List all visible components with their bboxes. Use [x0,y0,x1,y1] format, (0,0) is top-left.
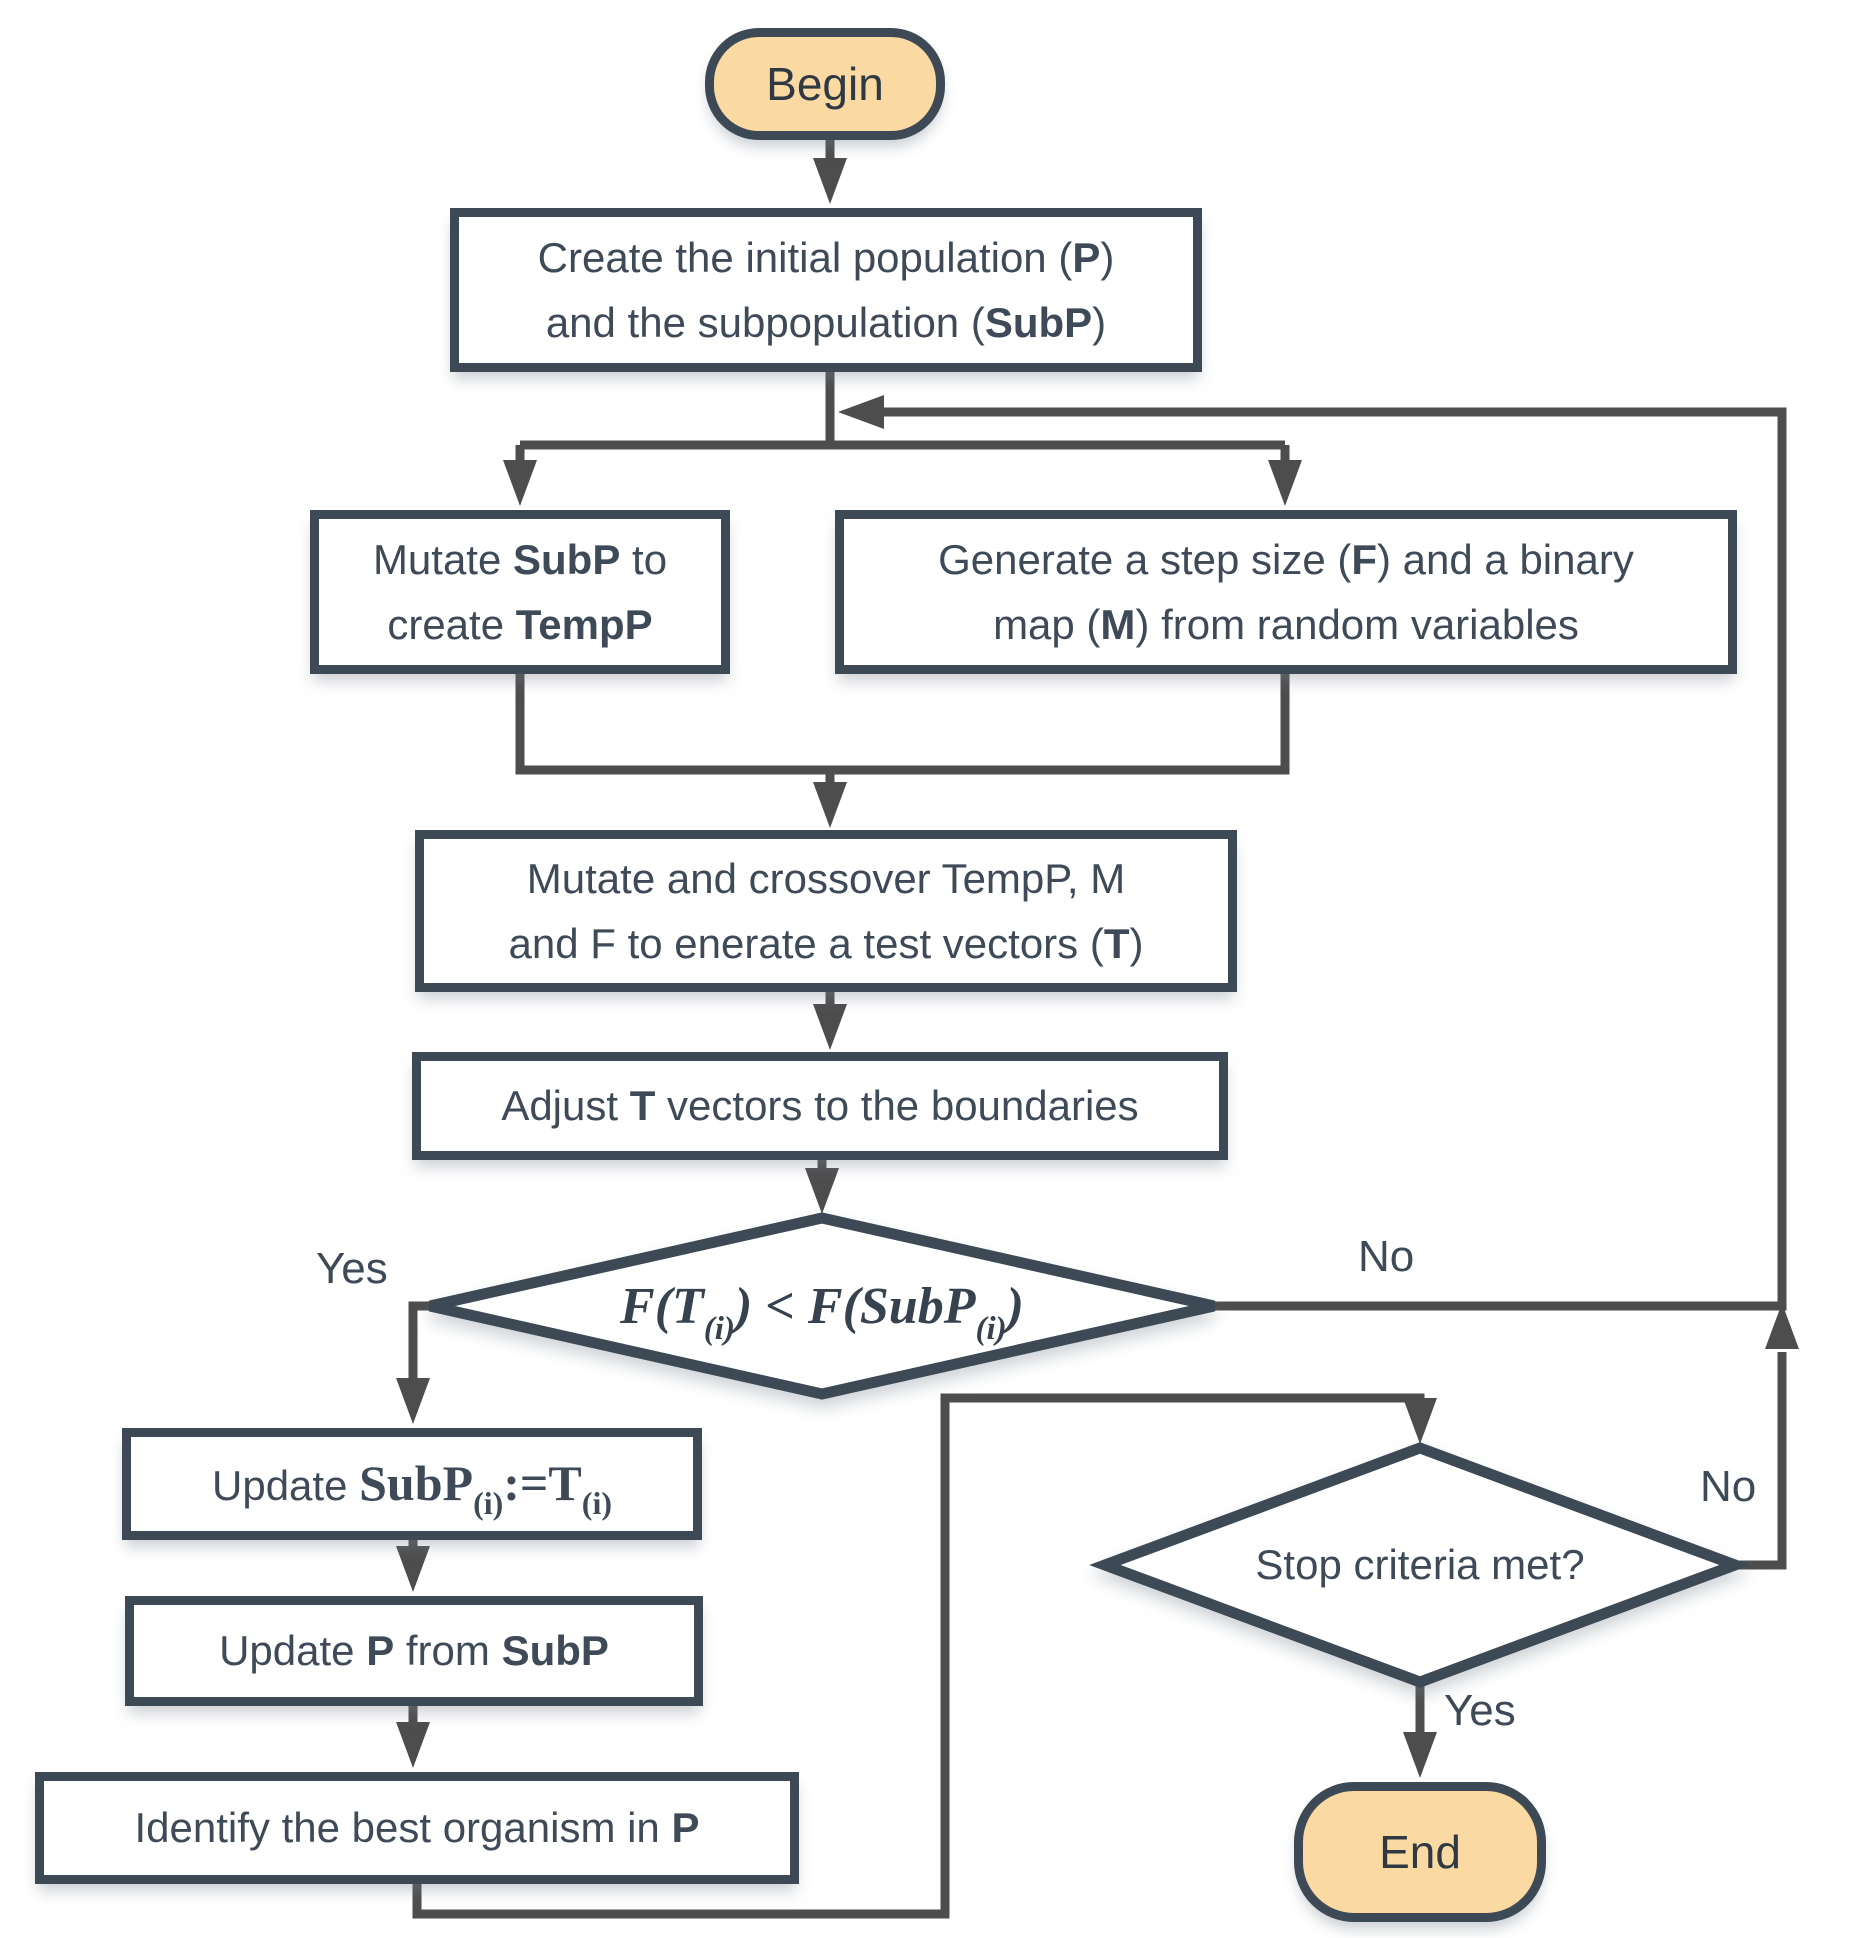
arrowhead-loopback-left [838,395,884,429]
text-segment: ) < F(SubP [734,1277,976,1335]
text-line: Create the initial population (P) [538,225,1115,290]
edge-decision1-yes [408,1301,430,1382]
text-line: Adjust T vectors to the boundaries [501,1073,1138,1138]
subscript-i: (i) [581,1485,612,1522]
text-segment: :=T [503,1455,582,1512]
text-segment: ) [1100,233,1115,281]
text-segment: and the subpopulation ( [545,299,985,346]
subscript-i: (i) [703,1310,735,1347]
adjust-boundaries-box: Adjust T vectors to the boundaries [412,1052,1228,1160]
keyword-f: F [1351,535,1378,583]
generate-step-box: Generate a step size (F) and a binary ma… [835,510,1737,674]
arrowhead-into-mutate [503,460,537,506]
text-segment: Mutate [372,535,514,583]
text-segment: Adjust [501,1082,630,1130]
edge-label-yes-1: Yes [316,1244,388,1293]
keyword-p: P [366,1627,395,1675]
keyword-m: M [1100,601,1136,648]
text-segment: Update [212,1462,360,1510]
arrowhead-into-generate [1268,460,1302,506]
keyword-subp: SubP [513,535,621,583]
arrowhead-into-update-subp [396,1378,430,1424]
edge-label-no-2: No [1700,1462,1757,1511]
text-line: map (M) from random variables [938,592,1634,657]
text-block: Create the initial population (P) and th… [538,225,1115,355]
text-segment: ) [1129,920,1144,967]
crossover-box: Mutate and crossover TempP, M and F to e… [415,830,1237,992]
end-terminal: End [1294,1782,1546,1922]
arrowhead-into-end [1403,1732,1437,1778]
text-segment: from [394,1627,502,1675]
text-segment: vectors to the boundaries [655,1082,1139,1130]
create-population-box: Create the initial population (P) and th… [450,208,1202,372]
text-line: Update P from SubP [219,1618,609,1683]
text-segment: Identify the best organism in [134,1804,672,1852]
subscript-i: (i) [975,1310,1007,1347]
text-segment: to [620,535,668,583]
fitness-decision-diamond [428,1212,1216,1400]
arrowhead-into-adjust [813,1004,847,1050]
text-segment: create [387,601,516,648]
arrowhead-into-identify [396,1722,430,1768]
formula-text: F(T(i)) < F(SubP(i)) [620,1277,1024,1347]
text-segment: Stop criteria met? [1255,1541,1585,1588]
text-segment: Generate a step size ( [938,535,1352,583]
mutate-subp-box: Mutate SubP to create TempP [310,510,730,674]
keyword-t: T [1103,920,1130,967]
arrowhead-into-update-p [396,1546,430,1592]
arrowhead-into-decision1 [805,1168,839,1214]
arrowhead-into-create [813,158,847,204]
edge-decision1-no-loopback [884,407,1787,1311]
text-segment: Mutate and crossover TempP, M [526,854,1126,902]
text-segment: F(T [620,1277,704,1335]
text-segment: and F to enerate a test vectors ( [508,920,1104,967]
text-line: Mutate SubP to [373,527,667,592]
subscript-i: (i) [473,1485,504,1522]
arrowhead-decision2-no-up [1765,1303,1799,1349]
text-line: Update SubP(i):=T(i) [212,1445,612,1523]
text-line: and F to enerate a test vectors (T) [509,911,1144,976]
edge-label-no-1: No [1358,1232,1415,1281]
text-block: Mutate and crossover TempP, M and F to e… [509,846,1144,976]
edge-merge-bar [515,674,1290,775]
edge-decision2-no [1735,1352,1787,1570]
keyword-tempp: TempP [515,601,653,648]
keyword-subp: SubP [501,1627,609,1675]
update-subp-box: Update SubP(i):=T(i) [122,1428,702,1540]
text-line: Generate a step size (F) and a binary [938,527,1634,592]
text-segment: ) and a binary [1377,535,1634,583]
keyword-subp: SubP [359,1455,474,1512]
text-block: Mutate SubP to create TempP [373,527,667,657]
text-segment: ) from random variables [1135,601,1579,648]
text-line: create TempP [373,592,667,657]
end-label: End [1379,1826,1461,1878]
text-line: Identify the best organism in P [135,1795,700,1860]
stop-decision-label: Stop criteria met? [1170,1530,1670,1600]
keyword-p: P [1072,233,1101,281]
keyword-t: T [629,1082,656,1130]
stop-decision-diamond [1089,1442,1751,1688]
text-segment: Create the initial population ( [537,233,1073,281]
text-block: Generate a step size (F) and a binary ma… [938,527,1634,657]
begin-terminal: Begin [705,28,945,140]
text-segment: Update [219,1627,367,1675]
arrowhead-into-decision2 [1403,1398,1437,1444]
begin-label: Begin [766,58,884,110]
keyword-subp: SubP [984,299,1093,346]
fitness-decision-label: F(T(i)) < F(SubP(i)) [472,1256,1172,1356]
text-segment: ) [1092,299,1107,346]
text-segment: map ( [993,601,1101,648]
text-line: and the subpopulation (SubP) [538,290,1115,355]
identify-best-box: Identify the best organism in P [35,1772,799,1884]
arrowhead-into-crossover [813,782,847,828]
update-p-box: Update P from SubP [125,1596,703,1706]
text-line: Mutate and crossover TempP, M [509,846,1144,911]
edge-label-yes-2: Yes [1444,1686,1516,1735]
keyword-p: P [671,1804,700,1852]
text-segment: ) [1006,1277,1024,1335]
